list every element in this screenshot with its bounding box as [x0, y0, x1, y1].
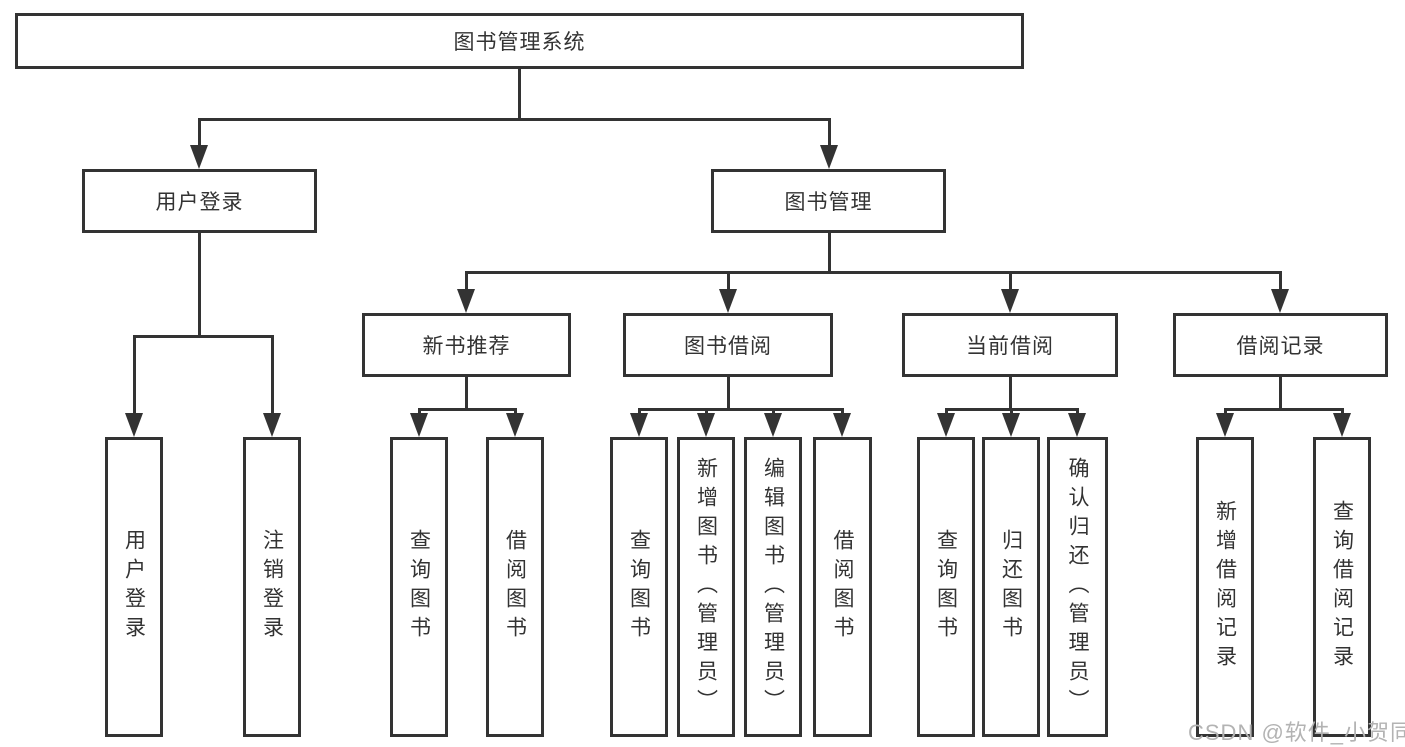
node-book-management-branch: 图书管理 [711, 169, 946, 233]
leaf-newbook-borrow-books: 借阅图书 [486, 437, 544, 737]
node-book-borrowing: 图书借阅 [623, 313, 833, 377]
arrowhead-down-icon [1002, 413, 1020, 437]
connector-line [1279, 271, 1282, 293]
connector-line [1076, 408, 1079, 417]
connector-line [727, 377, 730, 410]
connector-line [828, 118, 831, 148]
connector-line [518, 69, 521, 118]
connector-line [465, 271, 468, 293]
arrowhead-down-icon [1271, 289, 1289, 313]
leaf-borrowing-borrow-books-label: 借阅图书 [831, 529, 854, 645]
arrowhead-down-icon [457, 289, 475, 313]
leaf-logout: 注销登录 [243, 437, 301, 737]
node-borrowing-records-label: 借阅记录 [1236, 335, 1325, 358]
connector-line [198, 118, 201, 148]
connector-line [418, 408, 421, 417]
arrowhead-down-icon [1216, 413, 1234, 437]
connector-line [1009, 377, 1012, 410]
connector-line [1009, 271, 1012, 293]
node-new-book-recommend: 新书推荐 [362, 313, 571, 377]
csdn-watermark: CSDN @软件_小贺同学 [1188, 720, 1405, 745]
leaf-borrowing-edit-books-admin-label: 编辑图书（管理员） [761, 456, 785, 718]
connector-line [638, 408, 641, 417]
leaf-borrowing-add-books-admin-label: 新增图书（管理员） [694, 456, 718, 718]
leaf-borrowing-borrow-books: 借阅图书 [813, 437, 872, 737]
leaf-current-return-books-label: 归还图书 [999, 529, 1023, 645]
leaf-records-add-record: 新增借阅记录 [1196, 437, 1254, 737]
connector-line [772, 408, 775, 417]
arrowhead-down-icon [410, 413, 428, 437]
arrowhead-down-icon [190, 145, 208, 169]
node-borrowing-records: 借阅记录 [1173, 313, 1388, 377]
node-book-borrowing-label: 图书借阅 [684, 335, 772, 358]
leaf-user-login-label: 用户登录 [122, 529, 146, 645]
leaf-current-confirm-return-admin-label: 确认归还（管理员） [1066, 456, 1089, 718]
leaf-current-query-books-label: 查询图书 [934, 529, 958, 645]
arrowhead-down-icon [833, 413, 851, 437]
connector-line [514, 408, 517, 417]
node-current-borrowing: 当前借阅 [902, 313, 1118, 377]
connector-line [638, 408, 844, 411]
arrowhead-down-icon [697, 413, 715, 437]
connector-line [1224, 408, 1227, 417]
connector-line [1279, 377, 1282, 410]
node-user-login-branch-label: 用户登录 [155, 191, 244, 214]
connector-line [465, 271, 1282, 274]
connector-line [198, 118, 831, 121]
leaf-borrowing-add-books-admin: 新增图书（管理员） [677, 437, 735, 737]
leaf-records-query-record: 查询借阅记录 [1313, 437, 1371, 737]
connector-line [1224, 408, 1344, 411]
connector-line [945, 408, 948, 417]
arrowhead-down-icon [764, 413, 782, 437]
connector-line [841, 408, 844, 417]
connector-line [705, 408, 708, 417]
arrowhead-down-icon [719, 289, 737, 313]
connector-line [465, 377, 468, 410]
node-user-login-branch: 用户登录 [82, 169, 317, 233]
leaf-newbook-borrow-books-label: 借阅图书 [503, 529, 527, 645]
node-root-label: 图书管理系统 [453, 31, 586, 54]
connector-line [1341, 408, 1344, 417]
connector-line [198, 233, 201, 335]
leaf-borrowing-query-books: 查询图书 [610, 437, 668, 737]
arrowhead-down-icon [125, 413, 143, 437]
node-root: 图书管理系统 [15, 13, 1024, 69]
leaf-logout-label: 注销登录 [260, 529, 284, 645]
connector-line [828, 233, 831, 274]
connector-line [133, 335, 274, 338]
leaf-current-confirm-return-admin: 确认归还（管理员） [1047, 437, 1108, 737]
node-book-management-branch-label: 图书管理 [784, 191, 873, 214]
node-current-borrowing-label: 当前借阅 [966, 335, 1054, 358]
arrowhead-down-icon [1068, 413, 1086, 437]
leaf-current-query-books: 查询图书 [917, 437, 975, 737]
connector-line [418, 408, 517, 411]
connector-line [1010, 408, 1013, 417]
arrowhead-down-icon [1333, 413, 1351, 437]
leaf-borrowing-query-books-label: 查询图书 [627, 529, 651, 645]
arrowhead-down-icon [263, 413, 281, 437]
leaf-newbook-query-books: 查询图书 [390, 437, 448, 737]
arrowhead-down-icon [506, 413, 524, 437]
arrowhead-down-icon [820, 145, 838, 169]
connector-line [727, 271, 730, 293]
arrowhead-down-icon [1001, 289, 1019, 313]
node-new-book-recommend-label: 新书推荐 [422, 335, 511, 358]
leaf-user-login: 用户登录 [105, 437, 163, 737]
leaf-current-return-books: 归还图书 [982, 437, 1040, 737]
connector-line [133, 335, 136, 417]
connector-line [271, 335, 274, 417]
arrowhead-down-icon [630, 413, 648, 437]
leaf-records-add-record-label: 新增借阅记录 [1213, 500, 1237, 674]
leaf-records-query-record-label: 查询借阅记录 [1330, 500, 1354, 674]
leaf-newbook-query-books-label: 查询图书 [407, 529, 431, 645]
arrowhead-down-icon [937, 413, 955, 437]
leaf-borrowing-edit-books-admin: 编辑图书（管理员） [744, 437, 802, 737]
